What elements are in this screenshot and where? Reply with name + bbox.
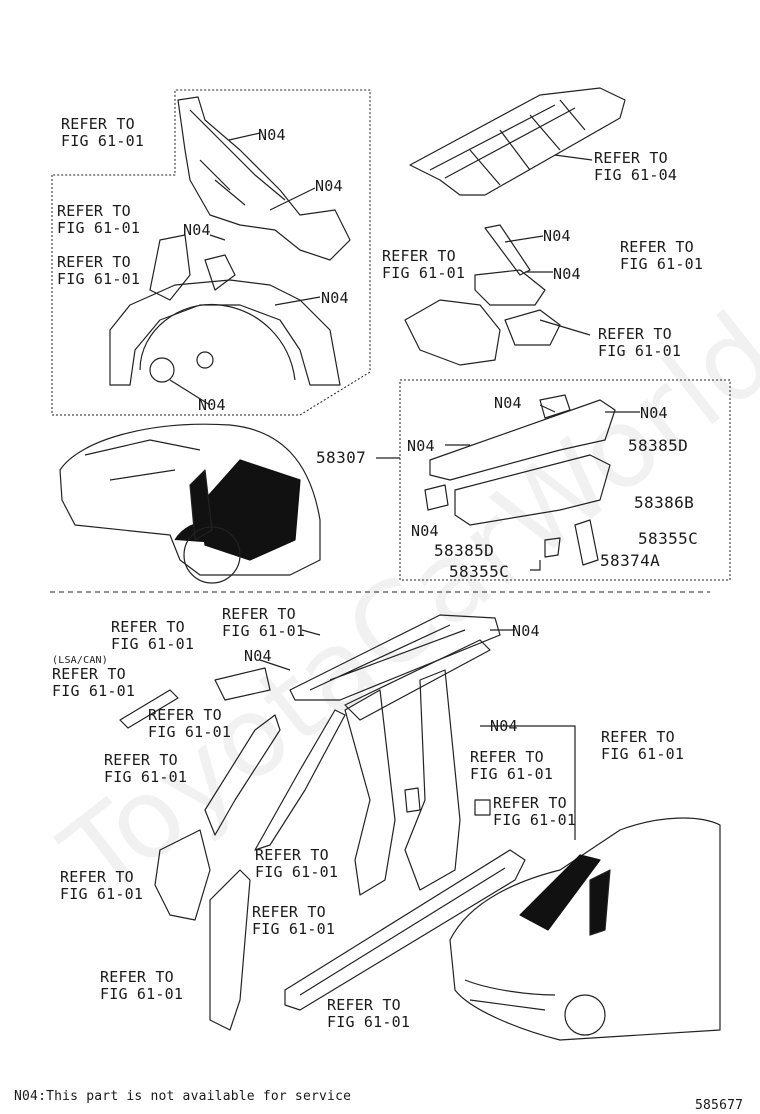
- n04-label-6: N04: [543, 227, 571, 245]
- n04-label-1: N04: [258, 126, 286, 144]
- market-note-lsa-can: (LSA/CAN): [52, 655, 108, 666]
- refer-label-lower-6: REFER TO FIG 61-01: [104, 751, 188, 786]
- n04-label-2: N04: [315, 177, 343, 195]
- refer-label-lower-12: REFER TO FIG 61-01: [100, 968, 184, 1003]
- part-number-58385D-upper: 58385D: [628, 436, 689, 455]
- n04-label-9: N04: [640, 404, 668, 422]
- n04-label-8: N04: [494, 394, 522, 412]
- n04-label-4: N04: [321, 289, 349, 307]
- part-number-58355C-right: 58355C: [638, 529, 699, 548]
- figure-number: 585677: [695, 1098, 744, 1113]
- part-number-58374A: 58374A: [600, 551, 661, 570]
- n04-label-12: N04: [512, 622, 540, 640]
- refer-label-lower-7: REFER TO FIG 61-01: [470, 748, 554, 783]
- refer-label-upper-right-3: REFER TO FIG 61-01: [598, 325, 682, 360]
- refer-label-upper-left-3: REFER TO FIG 61-01: [57, 253, 141, 288]
- refer-label-upper-right-1: REFER TO FIG 61-01: [620, 238, 704, 273]
- n04-label-14: N04: [490, 717, 518, 735]
- refer-label-lower-13: REFER TO FIG 61-01: [327, 996, 411, 1031]
- n04-label-13: N04: [244, 647, 272, 665]
- footer-note: N04:This part is not available for servi…: [14, 1089, 352, 1104]
- n04-label-5: N04: [198, 396, 226, 414]
- refer-label-floor: REFER TO FIG 61-04: [594, 149, 678, 184]
- n04-label-11: N04: [411, 522, 439, 540]
- n04-label-10: N04: [407, 437, 435, 455]
- refer-label-upper-left-2: REFER TO FIG 61-01: [57, 202, 141, 237]
- refer-label-lower-9: REFER TO FIG 61-01: [255, 846, 339, 881]
- refer-label-lower-2: REFER TO FIG 61-01: [111, 618, 195, 653]
- refer-label-lower-10: REFER TO FIG 61-01: [60, 868, 144, 903]
- n04-label-7: N04: [553, 265, 581, 283]
- part-number-58355C-left: 58355C: [449, 562, 510, 581]
- refer-label-lower-1: REFER TO FIG 61-01: [222, 605, 306, 640]
- refer-label-lower-4: REFER TO FIG 61-01: [148, 706, 232, 741]
- refer-label-lower-8: REFER TO FIG 61-01: [493, 794, 577, 829]
- part-number-58307: 58307: [316, 448, 367, 467]
- refer-label-upper-left-1: REFER TO FIG 61-01: [61, 115, 145, 150]
- n04-label-3: N04: [183, 221, 211, 239]
- refer-label-lower-5: REFER TO FIG 61-01: [601, 728, 685, 763]
- refer-label-lower-3: REFER TO FIG 61-01: [52, 665, 136, 700]
- refer-label-upper-right-2: REFER TO FIG 61-01: [382, 247, 466, 282]
- refer-label-lower-11: REFER TO FIG 61-01: [252, 903, 336, 938]
- part-number-58386B: 58386B: [634, 493, 695, 512]
- part-number-58385D-lower: 58385D: [434, 541, 495, 560]
